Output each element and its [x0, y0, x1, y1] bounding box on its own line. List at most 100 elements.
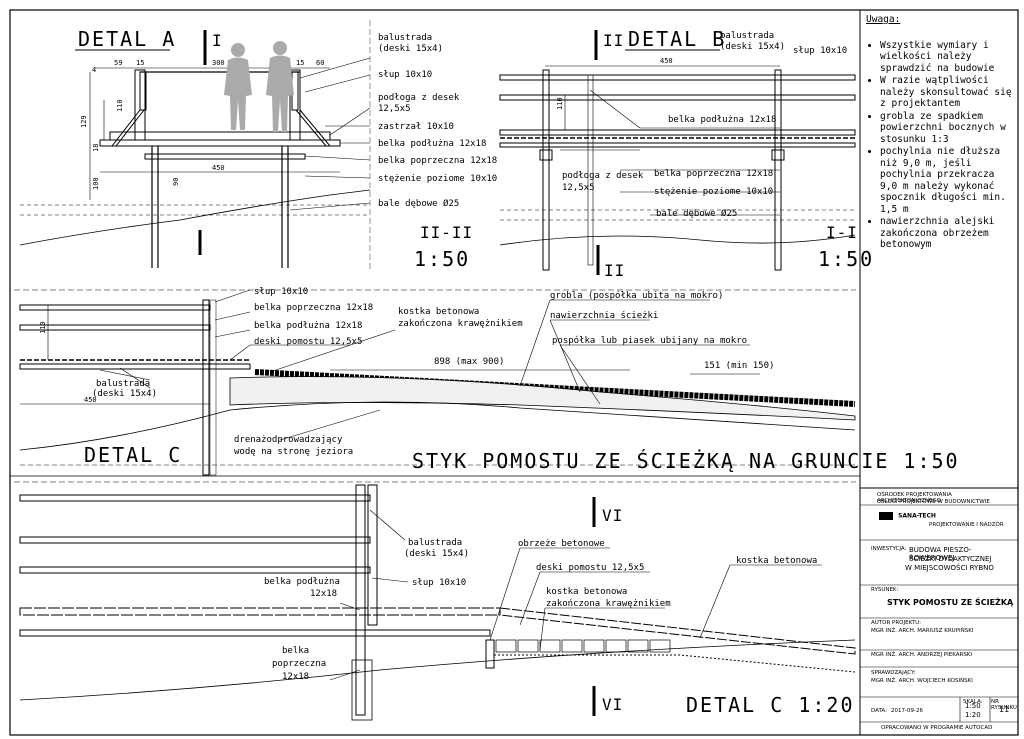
label-stezenie-a: stężenie poziome 10x10 [378, 174, 497, 184]
tb-header1: OŚRODEK PROJEKTOWANIA ARCHITEKTONICZNEGO [877, 492, 952, 504]
notes-title: Uwaga: [866, 14, 901, 25]
tb-drawing-title: STYK POMOSTU ZE ŚCIEŻKĄ [887, 598, 1014, 607]
note-item: nawierzchnia alejski zakończona obrzeżem… [880, 216, 1016, 251]
dim-151: 151 (min 150) [704, 361, 774, 371]
label-belka-podl-dim-c2: 12x18 [310, 589, 337, 599]
note-item: grobla ze spadkiem powierzchni bocznych … [880, 111, 1016, 146]
label-balustrada-a: balustrada [378, 33, 432, 43]
label-stezenie-b: stężenie poziome 10x10 [654, 187, 773, 197]
label-podloga-dim-a: 12,5x5 [378, 104, 411, 114]
label-drenaz: drenażodprowadzający [234, 435, 343, 445]
tb-nr-label: NR RYSUNKU: [991, 699, 1019, 711]
detal-a-view: DETAL A I 59 15 300 15 60 [19, 20, 497, 271]
detal-b-title: DETAL B [628, 27, 726, 51]
section-i-title: I-I [826, 223, 858, 242]
label-podloga-b: podłoga z desek [562, 171, 644, 181]
tb-skala1: 1:50 [965, 702, 981, 710]
dim-60: 60 [316, 59, 324, 67]
dim-90: 90 [172, 178, 180, 186]
label-kostka-c: kostka betonowa [398, 307, 479, 317]
label-slup-b: słup 10x10 [793, 46, 847, 56]
dim-898: 898 (max 900) [434, 357, 504, 367]
dim-300: 300 [212, 59, 225, 67]
detal-c-detail: VI VI balustrada (deski 15x4) słup 10x10… [19, 484, 856, 721]
tb-data-label: DATA: [871, 708, 887, 714]
label-slup-a: słup 10x10 [378, 70, 432, 80]
label-belka-podl-a: belka podłużna 12x18 [378, 139, 486, 149]
section-i-mark: I [212, 31, 223, 50]
label-belka-poprz1: belka [282, 646, 309, 656]
label-slup-c: słup 10x10 [254, 287, 308, 297]
dim-450-c: 450 [84, 396, 97, 404]
section-vi-top: VI [602, 506, 623, 525]
label-belka-poprz-a: belka poprzeczna 12x18 [378, 156, 497, 166]
label-grobla: grobla (pospółka ubita na mokro) [550, 290, 723, 301]
label-belka-podl-b: belka podłużna 12x18 [668, 115, 776, 125]
tb-skala2: 1:20 [965, 711, 981, 719]
dim-15a: 15 [136, 59, 144, 67]
dim-59: 59 [114, 59, 122, 67]
styk-title: STYK POMOSTU ZE ŚCIEŻKĄ NA GRUNCIE 1:50 [412, 449, 960, 473]
label-kostka-r: kostka betonowa [736, 556, 817, 566]
detal-c-section: 110 450 słup 10x10 belka [19, 287, 960, 476]
detal-a-title: DETAL A [78, 27, 176, 51]
title-block: OŚRODEK PROJEKTOWANIA ARCHITEKTONICZNEGO… [869, 490, 1019, 734]
dim-450-a: 450 [212, 164, 225, 172]
label-balustrada-b: balustrada [720, 31, 774, 41]
company-logo-icon [879, 512, 893, 520]
section-ii-bottom-mark: II [604, 261, 625, 280]
label-deski-pom-c2: deski pomostu 12,5x5 [536, 563, 644, 573]
title-block-frame [860, 504, 1018, 723]
tb-project3: W MIEJSCOWOŚCI RYBNO [905, 564, 994, 572]
section-ii-title: II-II [420, 223, 473, 242]
section-ii-mark: II [603, 31, 624, 50]
tb-sprawdzajacy-label: SPRAWDZAJĄCY: [871, 670, 916, 676]
sheet-frame [9, 9, 1019, 736]
label-balustrada-c: balustrada [96, 379, 150, 389]
label-deski-pom-c: deski pomostu 12,5x5 [254, 337, 362, 347]
note-item: W razie wątpliwości należy skonsultować … [880, 75, 1016, 110]
label-deski-c2: (deski 15x4) [404, 549, 469, 559]
label-deski-a: (deski 15x4) [378, 44, 443, 54]
label-belka-podl-c: belka podłużna 12x18 [254, 321, 362, 331]
label-belka-podl-c2: belka podłużna [264, 577, 340, 587]
label-bale-a: bale dębowe Ø25 [378, 198, 459, 209]
tb-autor: MGR INŻ. ARCH. MARIUSZ KRUPIŃSKI [871, 628, 974, 634]
label-kostka2-c2: zakończona krawężnikiem [546, 599, 671, 609]
detal-b-view: II DETAL B balustrada (deski 15x4) słup … [499, 27, 872, 280]
tb-rysunek: RYSUNEK: [871, 587, 899, 593]
tb-company: SANA-TECH [898, 512, 936, 520]
tb-header2: USŁUGI PROJEKTOWE W BUDOWNICTWIE [877, 499, 990, 505]
label-deski-b: (deski 15x4) [720, 42, 785, 52]
label-nawierzchnia: nawierzchnia ścieżki [550, 310, 658, 321]
detal-c-top-title: DETAL C [84, 443, 182, 467]
tb-nr: 11 [999, 705, 1010, 714]
note-item: pochylnia nie dłuższa niż 9,0 m, jeśli p… [880, 146, 1016, 215]
dim-100: 100 [92, 177, 100, 190]
label-belka-poprz-c: belka poprzeczna 12x18 [254, 303, 373, 313]
label-zastrzal: zastrzał 10x10 [378, 122, 454, 132]
label-bale-b: bale dębowe Ø25 [656, 208, 737, 219]
tb-autor-label: AUTOR PROJEKTU: [871, 620, 922, 626]
label-kostka2-c: zakończona krawężnikiem [398, 319, 523, 329]
tb-project1: BUDOWA PIESZO-ROWEROWEJ [909, 546, 972, 562]
label-drenaz2: wodę na stronę jeziora [234, 447, 353, 457]
section-ii-scale: 1:50 [414, 247, 470, 271]
label-belka-poprz-b: belka poprzeczna 12x18 [654, 169, 773, 179]
tb-autor2: MGR INŻ. ARCH. ANDRZEJ PIEKARSKI [871, 652, 973, 658]
dim-110: 110 [116, 99, 124, 112]
dim-4: 4 [92, 66, 96, 74]
label-balustrada-c2: balustrada [408, 538, 462, 548]
label-kostka-c2: kostka betonowa [546, 587, 627, 597]
note-item: Wszystkie wymiary i wielkości należy spr… [880, 40, 1016, 75]
label-slup-c2: słup 10x10 [412, 578, 466, 588]
label-belka-poprz2: poprzeczna [272, 659, 326, 669]
tb-company-sub: PROJEKTOWANIE I NADZÓR [929, 522, 1004, 528]
tb-inwestycja: INWESTYCJA: [871, 546, 907, 552]
label-pospolka: pospółka lub piasek ubijany na mokro [552, 335, 747, 346]
tb-skala-label: SKALA: [963, 699, 983, 705]
dim-18: 18 [92, 144, 100, 152]
notes-panel: Uwaga: Wszystkie wymiary i wielkości nal… [866, 14, 1016, 252]
label-podloga-dim-b: 12,5x5 [562, 183, 595, 193]
